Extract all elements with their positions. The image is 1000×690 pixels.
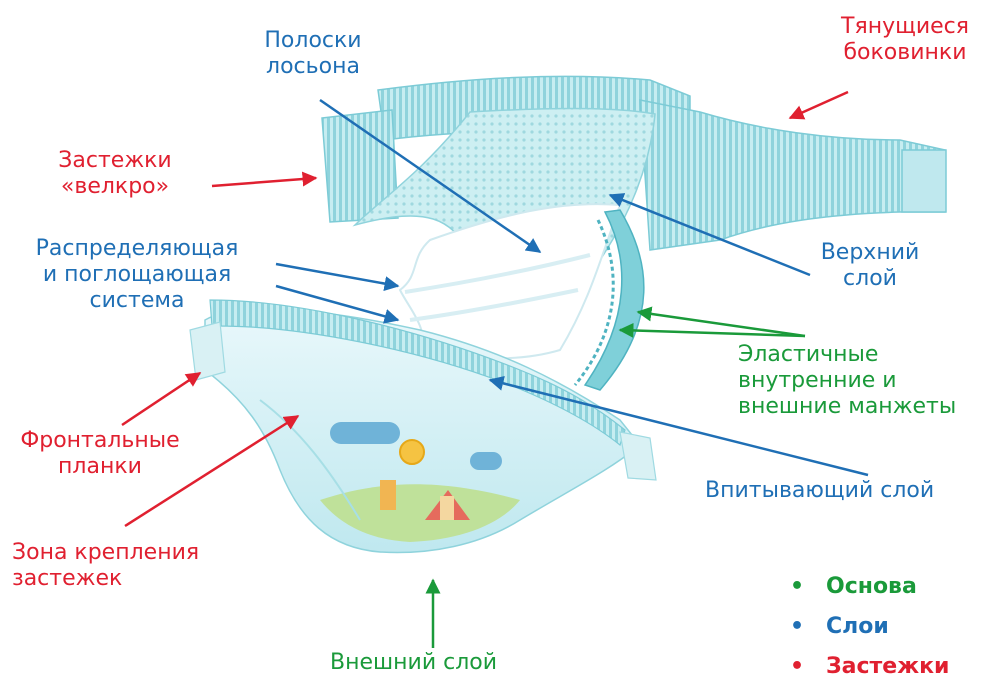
legend-item-base: • Основа [790,574,917,600]
right-fastener-tab [901,149,947,213]
label-top-sheet: Верхний слой [800,240,940,292]
arrow-top-sheet [608,193,811,277]
arrow-lotion [319,98,542,254]
arrow-cuffs-2 [618,322,806,338]
label-top-sheet-line1: Верхний [820,240,920,265]
label-front-tabs-line2: планки [58,454,142,479]
front-panel [204,308,642,554]
label-lotion-strips-line2: лосьона [266,54,360,79]
label-front-tabs-line1: Фронтальные [20,428,180,453]
arrow-stretch-sides [788,90,849,120]
label-distribution-line1: Распределяющая [35,236,239,261]
arrows [121,90,869,648]
label-stretch-sides-line1: Тянущиеся [841,14,969,39]
legend-text: Основа [826,574,917,599]
front-waistband [209,299,626,447]
label-outer-layer: Внешний слой [330,650,498,675]
diaper-illustration [189,75,947,554]
label-stretch-sides-line2: боковинки [843,40,967,65]
sun-icon [399,439,425,465]
label-distribution-line2: и поглощающая [42,262,232,287]
label-elastic-cuffs-line3: внешние манжеты [738,394,957,419]
label-elastic-cuffs-line2: внутренние и [738,368,897,393]
label-landing-zone-line1: Зона крепления [12,540,200,565]
arrow-cuffs-1 [636,306,806,338]
label-distribution: Распределяющая и поглощающая система [4,236,270,314]
legend-item-fasteners: • Застежки [790,654,949,680]
landing-zone-print [320,422,520,542]
legend-text: Слои [826,614,889,639]
label-lotion-strips: Полоски лосьона [238,28,388,80]
arrow-front-tabs [121,371,202,427]
left-velcro-tab [321,109,399,223]
label-stretch-sides: Тянущиеся боковинки [815,14,995,66]
legend-item-layers: • Слои [790,614,889,640]
giraffe-icon [380,480,396,510]
arrow-landing-zone [124,414,300,528]
label-distribution-line3: система [89,288,185,313]
legend-bullet: • [790,654,805,679]
label-elastic-cuffs-line1: Эластичные [738,342,879,367]
label-top-sheet-line2: слой [843,266,897,291]
label-landing-zone-line2: застежек [12,566,123,591]
label-velcro-line1: Застежки [58,148,172,173]
label-absorbent-layer: Впитывающий слой [705,478,935,503]
front-right-tab [619,431,657,481]
label-velcro: Застежки «велкро» [30,148,200,200]
distribution-layer [398,203,622,360]
arrow-distribution-2 [275,284,400,324]
elastic-cuffs [583,209,645,391]
legend-bullet: • [790,614,805,639]
arrow-distribution-1 [275,262,400,291]
arrow-velcro [211,171,318,188]
legend-text: Застежки [826,654,950,679]
label-lotion-strips-line1: Полоски [264,28,362,53]
label-elastic-cuffs: Эластичные внутренние и внешние манжеты [738,342,996,420]
front-left-tab [189,321,226,381]
right-stretch-side [639,99,946,251]
label-front-tabs: Фронтальные планки [2,428,198,480]
label-landing-zone: Зона крепления застежек [12,540,252,592]
arrow-absorbent [488,376,869,477]
label-velcro-line2: «велкро» [60,174,170,199]
legend-bullet: • [790,574,805,599]
